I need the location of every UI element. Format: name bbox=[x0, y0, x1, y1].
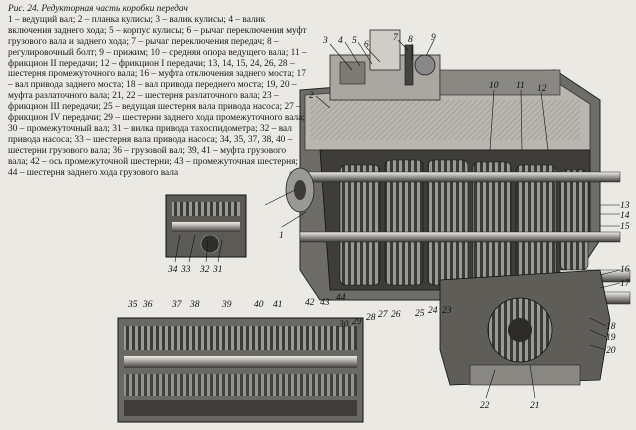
callout-9: 9 bbox=[431, 33, 436, 43]
callout-11: 11 bbox=[516, 81, 525, 91]
callout-24: 24 bbox=[428, 306, 438, 316]
callout-35: 35 bbox=[127, 300, 138, 310]
callout-26: 26 bbox=[391, 310, 401, 320]
callout-7: 7 bbox=[393, 33, 399, 43]
gear-stack bbox=[339, 159, 589, 286]
input-flange bbox=[285, 167, 315, 213]
callout-40: 40 bbox=[254, 300, 264, 310]
callout-20: 20 bbox=[606, 346, 616, 356]
callout-labels: 1 2 3 4 5 6 7 8 9 10 11 12 13 14 15 16 1… bbox=[127, 33, 631, 411]
callout-18: 18 bbox=[606, 322, 616, 332]
callout-23: 23 bbox=[442, 306, 452, 316]
gearshift-mechanism bbox=[329, 29, 561, 101]
callout-12: 12 bbox=[537, 84, 547, 94]
callout-5: 5 bbox=[352, 36, 357, 46]
callout-1: 1 bbox=[279, 231, 284, 241]
callout-41: 41 bbox=[273, 300, 283, 310]
callout-3: 3 bbox=[322, 36, 328, 46]
callout-17: 17 bbox=[620, 279, 631, 289]
callout-25: 25 bbox=[415, 309, 425, 319]
callout-29: 29 bbox=[352, 317, 362, 327]
inset-cargo-shaft bbox=[117, 317, 364, 423]
callout-22: 22 bbox=[480, 401, 490, 411]
callout-8: 8 bbox=[408, 35, 413, 45]
callout-33: 33 bbox=[180, 265, 191, 275]
callout-44: 44 bbox=[336, 293, 346, 303]
callout-32: 32 bbox=[199, 265, 210, 275]
callout-28: 28 bbox=[366, 313, 376, 323]
transfer-case bbox=[439, 269, 611, 386]
callout-16: 16 bbox=[620, 265, 630, 275]
callout-42: 42 bbox=[305, 298, 315, 308]
callout-39: 39 bbox=[221, 300, 232, 310]
callout-38: 38 bbox=[189, 300, 200, 310]
figure-legend: 1 – ведущий вал; 2 – планка кулисы; 3 – … bbox=[8, 14, 307, 178]
callout-36: 36 bbox=[142, 300, 153, 310]
callout-4: 4 bbox=[338, 36, 343, 46]
callout-30: 30 bbox=[338, 320, 349, 330]
callout-43: 43 bbox=[320, 298, 330, 308]
leader-lines bbox=[174, 39, 621, 399]
callout-27: 27 bbox=[378, 310, 389, 320]
callout-21: 21 bbox=[530, 401, 540, 411]
callout-2: 2 bbox=[309, 91, 314, 101]
callout-34: 34 bbox=[167, 265, 178, 275]
callout-15: 15 bbox=[620, 222, 630, 232]
callout-37: 37 bbox=[171, 300, 183, 310]
callout-6: 6 bbox=[364, 40, 369, 50]
inset-pump-drive bbox=[165, 194, 247, 258]
figure-caption: Рис. 24. Редукторная часть коробки перед… bbox=[8, 4, 308, 179]
callout-13: 13 bbox=[620, 201, 630, 211]
callout-10: 10 bbox=[489, 81, 499, 91]
callout-14: 14 bbox=[620, 211, 630, 221]
callout-31: 31 bbox=[212, 265, 223, 275]
figure-title: Рис. 24. Редукторная часть коробки перед… bbox=[8, 4, 188, 14]
callout-19: 19 bbox=[606, 333, 616, 343]
